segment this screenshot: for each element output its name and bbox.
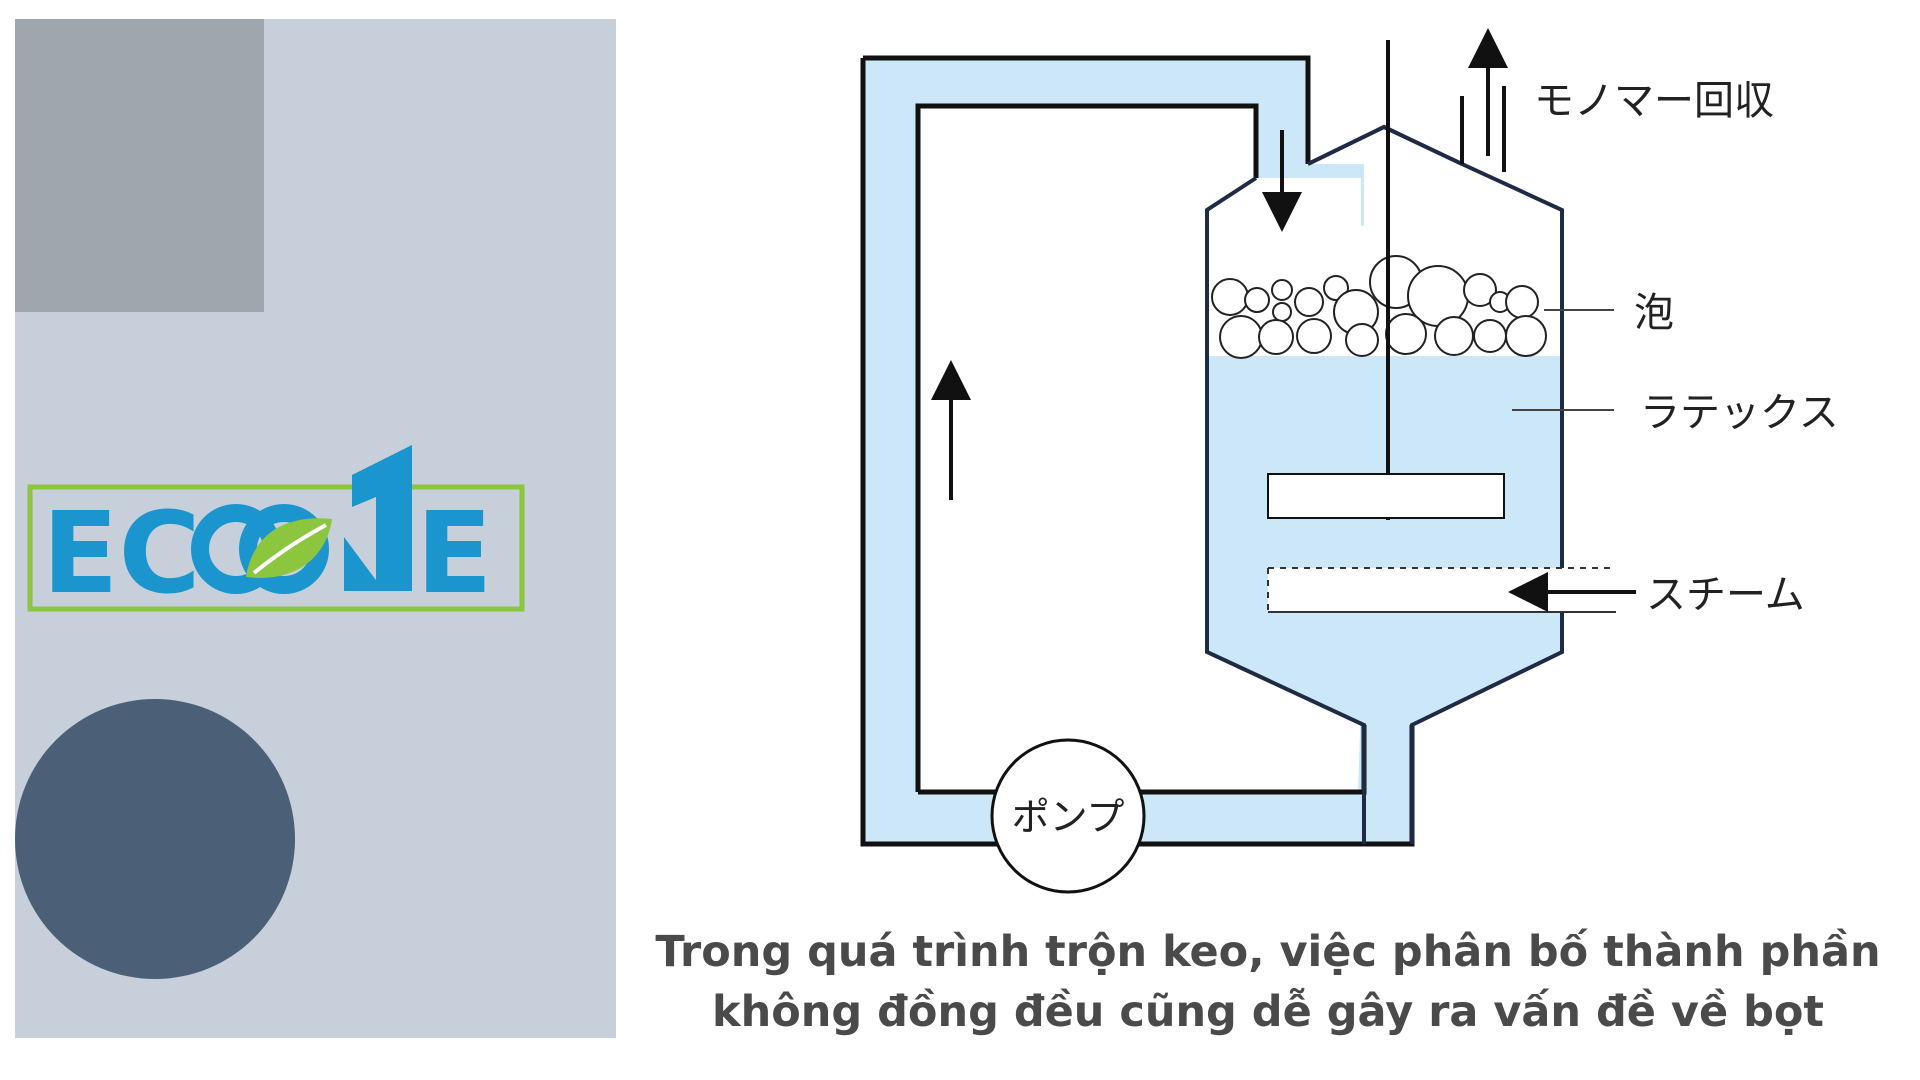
left-panel — [15, 19, 616, 1038]
foam-process-diagram: モノマー回収 泡 ラテックス スチーム ポンプ — [860, 28, 1839, 894]
dark-circle — [15, 699, 295, 979]
foam-bubbles — [1211, 255, 1547, 359]
logo-number-one-icon — [344, 445, 412, 591]
logo-border — [27, 484, 525, 612]
logo-letter-e: E — [416, 489, 493, 619]
caption-line-2: không đồng đều cũng dễ gây ra vấn đề về … — [712, 987, 1824, 1037]
foam-label: 泡 — [1634, 290, 1674, 336]
steam-label: スチーム — [1646, 572, 1805, 618]
latex-label: ラテックス — [1640, 390, 1839, 436]
gray-square — [15, 19, 264, 312]
diagram-caption: Trong quá trình trộn keo, việc phân bố t… — [616, 922, 1920, 1042]
pump-circle — [990, 738, 1146, 894]
logo-letters-ec: EC — [42, 489, 201, 619]
caption-line-1: Trong quá trình trộn keo, việc phân bố t… — [655, 927, 1881, 977]
agitator-blade — [1267, 473, 1505, 519]
ecoone-logo: EC E — [27, 445, 525, 619]
monomer-recovery-label: モノマー回収 — [1534, 78, 1774, 124]
pump-label: ポンプ — [1012, 795, 1125, 839]
leaf-o-icon — [191, 504, 332, 594]
vessel-liquid — [1207, 356, 1562, 725]
